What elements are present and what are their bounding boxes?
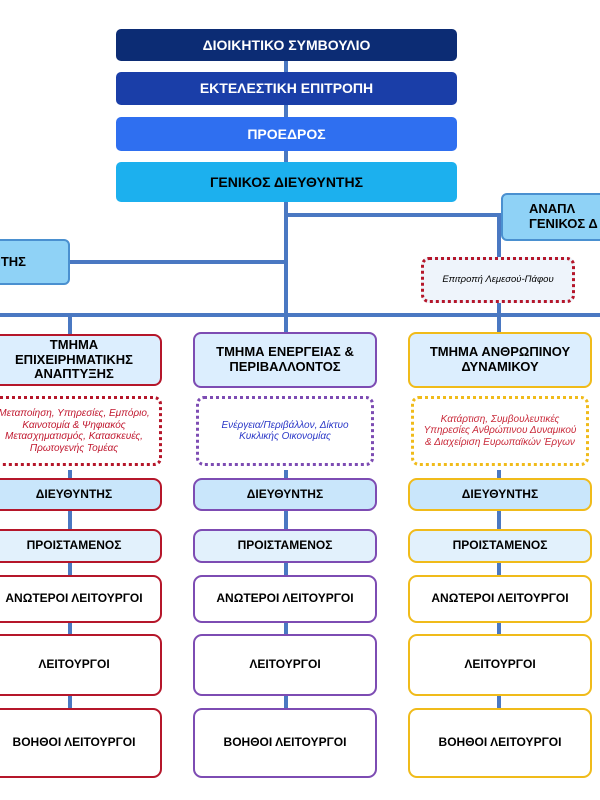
connector-right-branch	[286, 213, 501, 217]
dept-hr-title: ΤΜΗΜΑ ΑΝΘΡΩΠΙΝΟΥ ΔΥΝΑΜΙΚΟΥ	[429, 344, 571, 374]
col2-senior-officers-label: ΑΝΩΤΕΡΟΙ ΛΕΙΤΟΥΡΓΟΙ	[216, 591, 354, 606]
deputy-line2: ΓΕΝΙΚΟΣ Δ	[529, 216, 598, 231]
executive-committee-box: ΕΚΤΕΛΕΣΤΙΚΗ ΕΠΙΤΡΟΠΗ	[116, 72, 457, 105]
general-director-box: ΓΕΝΙΚΟΣ ΔΙΕΥΘΥΝΤΗΣ	[116, 162, 457, 202]
col1-officers-box: ΛΕΙΤΟΥΡΓΟΙ	[0, 634, 162, 696]
col2-officers-box: ΛΕΙΤΟΥΡΓΟΙ	[193, 634, 377, 696]
col3-officers-box: ΛΕΙΤΟΥΡΓΟΙ	[408, 634, 592, 696]
dept-energy-note: Ενέργεια/Περιβάλλον, Δίκτυο Κυκλικής Οικ…	[196, 396, 374, 466]
dept-business-note-text: Μεταποίηση, Υπηρεσίες, Εμπόριο, Καινοτομ…	[0, 408, 150, 454]
col2-director-label: ΔΙΕΥΘΥΝΤΗΣ	[246, 486, 324, 501]
connector-col3-drop	[497, 313, 501, 343]
dept-business-title: ΤΜΗΜΑ ΕΠΙΧΕΙΡΗΜΑΤΙΚΗΣ ΑΝΑΠΤΥΞΗΣ	[15, 336, 133, 382]
col3-assistant-officers-label: ΒΟΗΘΟΙ ΛΕΙΤΟΥΡΓΟΙ	[438, 735, 562, 750]
dept-business-box: ΤΜΗΜΑ ΕΠΙΧΕΙΡΗΜΑΤΙΚΗΣ ΑΝΑΠΤΥΞΗΣ	[0, 334, 162, 386]
col1-officers-label: ΛΕΙΤΟΥΡΓΟΙ	[38, 657, 110, 672]
col1-director-label: ΔΙΕΥΘΥΝΤΗΣ	[35, 486, 113, 501]
deputy-line1: ΑΝΑΠΛ	[529, 201, 576, 217]
col1-assistant-officers-box: ΒΟΗΘΟΙ ΛΕΙΤΟΥΡΓΟΙ	[0, 708, 162, 778]
col1-senior-officers-label: ΑΝΩΤΕΡΟΙ ΛΕΙΤΟΥΡΓΟΙ	[5, 591, 143, 606]
col3-supervisor-label: ΠΡΟΙΣΤΑΜΕΝΟΣ	[452, 538, 548, 553]
dept-energy-note-text: Ενέργεια/Περιβάλλον, Δίκτυο Κυκλικής Οικ…	[221, 419, 349, 443]
col3-senior-officers-label: ΑΝΩΤΕΡΟΙ ΛΕΙΤΟΥΡΓΟΙ	[431, 591, 569, 606]
col2-assistant-officers-box: ΒΟΗΘΟΙ ΛΕΙΤΟΥΡΓΟΙ	[193, 708, 377, 778]
connector-left-branch	[70, 260, 286, 264]
dept-energy-title: ΤΜΗΜΑ ΕΝΕΡΓΕΙΑΣ & ΠΕΡΙΒΑΛΛΟΝΤΟΣ	[216, 344, 354, 374]
col2-senior-officers-box: ΑΝΩΤΕΡΟΙ ΛΕΙΤΟΥΡΓΟΙ	[193, 575, 377, 623]
deputy-general-director-box: ΑΝΑΠΛ ΓΕΝΙΚΟΣ Δ	[501, 193, 600, 241]
col3-assistant-officers-box: ΒΟΗΘΟΙ ΛΕΙΤΟΥΡΓΟΙ	[408, 708, 592, 778]
col1-senior-officers-box: ΑΝΩΤΕΡΟΙ ΛΕΙΤΟΥΡΓΟΙ	[0, 575, 162, 623]
chairman-label: ΠΡΟΕΔΡΟΣ	[247, 125, 326, 142]
chairman-box: ΠΡΟΕΔΡΟΣ	[116, 117, 457, 151]
dept-energy-box: ΤΜΗΜΑ ΕΝΕΡΓΕΙΑΣ & ΠΕΡΙΒΑΛΛΟΝΤΟΣ	[193, 332, 377, 388]
board-box: ΔΙΟΙΚΗΤΙΚΟ ΣΥΜΒΟΥΛΙΟ	[116, 29, 457, 61]
board-label: ΔΙΟΙΚΗΤΙΚΟ ΣΥΜΒΟΥΛΙΟ	[202, 36, 371, 53]
committee-label: Επιτροπή Λεμεσού-Πάφου	[442, 273, 554, 285]
col2-director-box: ΔΙΕΥΘΥΝΤΗΣ	[193, 478, 377, 511]
left-director-label: ΝΤΗΣ	[0, 253, 26, 269]
col1-supervisor-label: ΠΡΟΙΣΤΑΜΕΝΟΣ	[26, 538, 122, 553]
col1-supervisor-box: ΠΡΟΙΣΤΑΜΕΝΟΣ	[0, 529, 162, 563]
col3-senior-officers-box: ΑΝΩΤΕΡΟΙ ΛΕΙΤΟΥΡΓΟΙ	[408, 575, 592, 623]
connector-col1-drop	[68, 313, 72, 343]
executive-committee-label: ΕΚΤΕΛΕΣΤΙΚΗ ΕΠΙΤΡΟΠΗ	[199, 80, 374, 97]
col3-officers-label: ΛΕΙΤΟΥΡΓΟΙ	[464, 657, 536, 672]
col2-officers-label: ΛΕΙΤΟΥΡΓΟΙ	[249, 657, 321, 672]
dept-business-note: Μεταποίηση, Υπηρεσίες, Εμπόριο, Καινοτομ…	[0, 396, 162, 466]
connector-dept-bus	[0, 313, 600, 317]
col2-supervisor-box: ΠΡΟΙΣΤΑΜΕΝΟΣ	[193, 529, 377, 563]
col2-assistant-officers-label: ΒΟΗΘΟΙ ΛΕΙΤΟΥΡΓΟΙ	[223, 735, 347, 750]
dept-hr-box: ΤΜΗΜΑ ΑΝΘΡΩΠΙΝΟΥ ΔΥΝΑΜΙΚΟΥ	[408, 332, 592, 388]
col3-director-label: ΔΙΕΥΘΥΝΤΗΣ	[461, 486, 539, 501]
col3-director-box: ΔΙΕΥΘΥΝΤΗΣ	[408, 478, 592, 511]
col1-assistant-officers-label: ΒΟΗΘΟΙ ΛΕΙΤΟΥΡΓΟΙ	[12, 735, 136, 750]
committee-note: Επιτροπή Λεμεσού-Πάφου	[421, 257, 575, 303]
col3-supervisor-box: ΠΡΟΙΣΤΑΜΕΝΟΣ	[408, 529, 592, 563]
connector-col2-drop	[284, 313, 288, 343]
dept-hr-note: Κατάρτιση, Συμβουλευτικές Υπηρεσίες Ανθρ…	[411, 396, 589, 466]
col1-director-box: ΔΙΕΥΘΥΝΤΗΣ	[0, 478, 162, 511]
dept-hr-note-text: Κατάρτιση, Συμβουλευτικές Υπηρεσίες Ανθρ…	[423, 413, 577, 448]
col2-supervisor-label: ΠΡΟΙΣΤΑΜΕΝΟΣ	[237, 538, 333, 553]
general-director-label: ΓΕΝΙΚΟΣ ΔΙΕΥΘΥΝΤΗΣ	[210, 173, 363, 190]
left-director-box: ΝΤΗΣ	[0, 239, 70, 285]
